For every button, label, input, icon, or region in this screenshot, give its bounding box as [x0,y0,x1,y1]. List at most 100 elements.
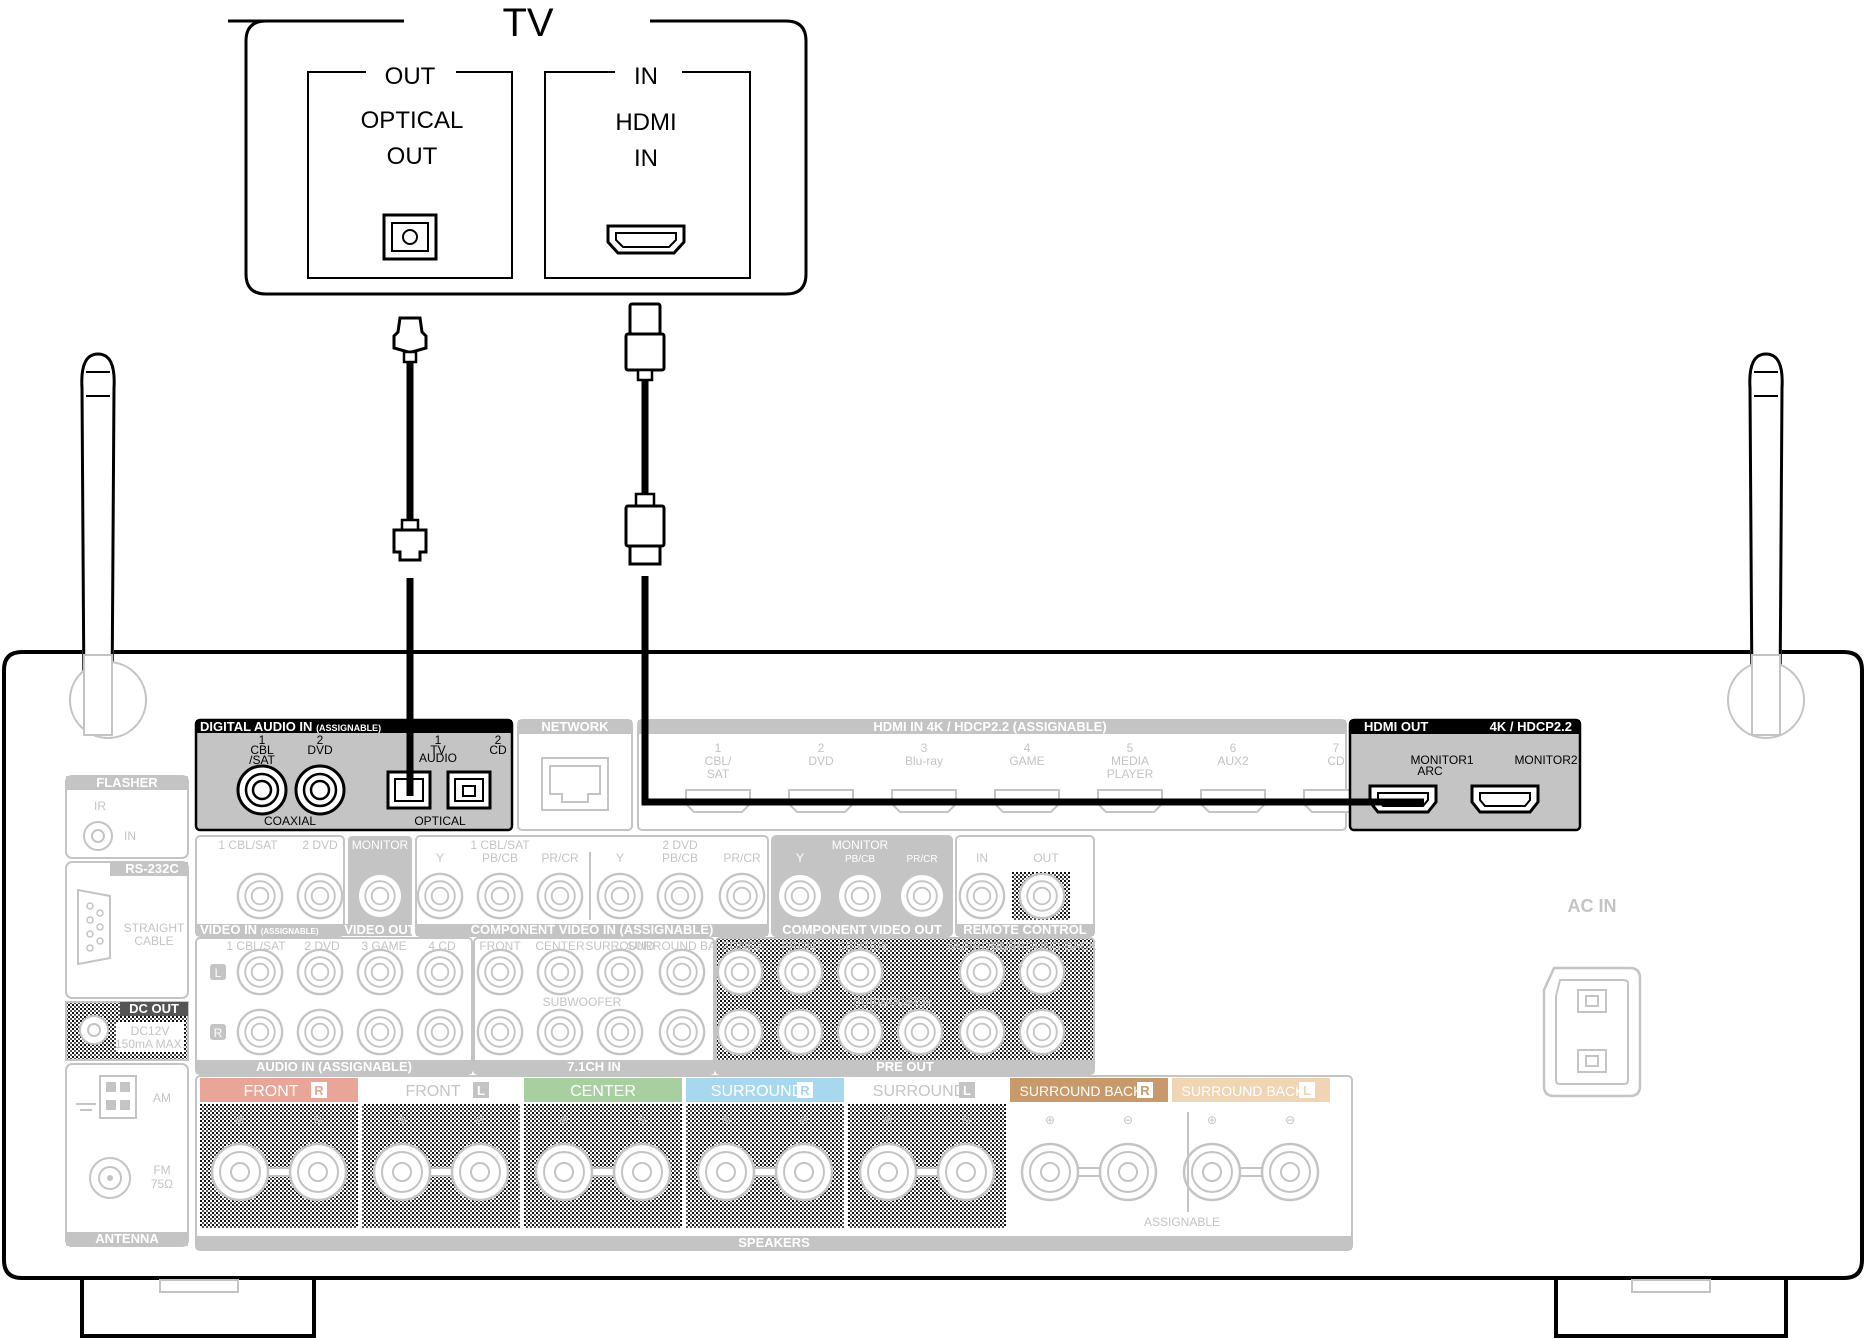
speaker-group-2-name: FRONT [405,1083,460,1100]
remote-out-jack [1018,872,1066,920]
ch71-in-bottom-jack-3 [596,1008,644,1056]
speaker-terminal-minus [1260,1142,1320,1202]
digital-audio-in-section: DIGITAL AUDIO IN (ASSIGNABLE) 1 CBL /SAT… [194,718,514,832]
preout-bottom-jack-1 [716,1008,764,1056]
speaker-terminal-minus [936,1142,996,1202]
preout-subwoofer-label: SUBWOOFER [853,995,932,1009]
monitor2-label: MONITOR2 [1514,753,1577,767]
dc-out-current: 150mA MAX. [115,1037,185,1051]
flasher-ir-label: IR [94,799,106,813]
preout-bottom-jack-6 [1018,1008,1066,1056]
speaker-group-5-side: L [963,1083,971,1098]
audio-in-2-label: 2 DVD [304,939,340,953]
dc-out-header: DC OUT [129,1001,179,1016]
7ch-center-label: CENTER [535,939,585,953]
speaker-group-2-side: L [477,1083,485,1098]
speaker-terminal-plus [696,1142,756,1202]
speaker-group-7-side: L [1303,1083,1311,1098]
tv-hdmi-port-icon [606,224,686,255]
dc-out-section: DC OUT DC12V 150mA MAX. [65,1001,189,1061]
component-in-1-pb: PB/CB [482,851,518,865]
rs232c-straight-label: STRAIGHT [124,921,185,935]
component-in-jack [476,872,524,920]
video-in-jack-1 [236,872,284,920]
speaker-terminal-plus [858,1142,918,1202]
plus-icon: ⊕ [721,1113,731,1127]
ch71-in-top-jack-2 [536,948,584,996]
ac-in-label: AC IN [1568,896,1617,916]
minus-icon: ⊖ [313,1113,323,1127]
component-out-pr: PR/CR [906,854,937,865]
ethernet-port-icon [541,757,609,811]
plus-icon: ⊕ [1207,1113,1217,1127]
optical2-number: 2 [495,733,502,747]
speaker-group-6-side: R [1140,1083,1150,1098]
speaker-terminal-plus [372,1142,432,1202]
audio-in-3-left-jack [356,948,404,996]
coax1-label-b: /SAT [249,753,275,767]
remote-control-section: IN OUT REMOTE CONTROL [955,835,1095,937]
video-out-monitor-label: MONITOR [352,838,409,852]
antenna-right [1727,352,1805,739]
minus-icon: ⊖ [799,1113,809,1127]
plus-icon: ⊕ [397,1113,407,1127]
component-out-label: COMPONENT VIDEO OUT [782,922,942,937]
ac-inlet-icon [1542,966,1642,1098]
preout-top-jack-1 [716,948,764,996]
component-out-jack [898,872,946,920]
hdmi-out-section: HDMI OUT 4K / HDCP2.2 MONITOR1 ARC MONIT… [1348,718,1582,832]
optical1-label-a: TV [430,743,445,757]
tv-device: TV OUT OPTICAL OUT IN HDMI IN [228,1,808,296]
speaker-group-3: CENTER⊕⊖ [524,1078,682,1228]
audio-in-section: 1 CBL/SAT 2 DVD 3 GAME 4 CD L R AUDIO IN… [195,937,473,1075]
hdmi-in-4-number: 4 [1024,741,1031,755]
speaker-terminal-minus [612,1142,672,1202]
hdmi-in-2-number: 2 [818,741,825,755]
7ch-surround-back-label: SURROUND BACK [627,939,732,953]
speaker-terminal-minus [288,1142,348,1202]
optical-port-2 [446,770,492,810]
hdmi-in-1-label: CBL/ [705,754,732,768]
video-in-jack-2 [296,872,344,920]
ch71-in-top-jack-4 [658,948,706,996]
coaxial-jack-1 [236,764,288,816]
speaker-terminal-minus [450,1142,510,1202]
antenna-section: ANTENNA AM FM 75Ω [65,1063,189,1247]
hdmi-in-4-label: GAME [1009,754,1044,768]
preout-zone2-label: ZONE2 [722,939,762,953]
preout-front-label: FRONT [781,939,823,953]
plus-icon: ⊕ [235,1113,245,1127]
ch71-in-bottom-jack-1 [476,1008,524,1056]
foot-right [1554,1279,1788,1338]
ch71-in-bottom-jack-2 [536,1008,584,1056]
hdmi-cable [624,302,1424,806]
hdmi-in-1-number: 1 [715,741,722,755]
component-in-2-y: Y [616,851,624,865]
speaker-group-1-name: FRONT [243,1083,298,1100]
remote-control-label: REMOTE CONTROL [963,922,1087,937]
fm-label: FM [153,1163,170,1177]
preout-surround-back-label: SURROUND BACK [991,939,1096,953]
speaker-group-7-name: SURROUND BACK [1182,1083,1306,1099]
speaker-terminal-minus [774,1142,834,1202]
tv-hdmi-in-line1: HDMI [615,109,676,136]
receiver-body: FLASHER IR IN RS-232C STRAIGHT [2,352,1864,1338]
coax2-label-a: DVD [307,743,333,757]
tv-optical-out-line2: OUT [387,143,438,170]
7ch-in-section: FRONT CENTER SURROUND SURROUND BACK SUBW… [473,937,733,1075]
coax1-label-a: CBL [250,743,274,757]
hdmi-in-6-label: AUX2 [1217,754,1249,768]
remote-out-label: OUT [1033,851,1059,865]
hdmi-in-2-label: DVD [808,754,834,768]
optical1-number: 1 [435,733,442,747]
preout-surround-label: SURROUND [947,939,1017,953]
coax2-number: 2 [317,733,324,747]
pre-out-label: PRE OUT [876,1059,934,1074]
rs232c-section: RS-232C STRAIGHT CABLE [65,861,189,999]
hdmi-out-monitor2-port [1470,784,1540,814]
tv-in-heading: IN [634,63,658,90]
